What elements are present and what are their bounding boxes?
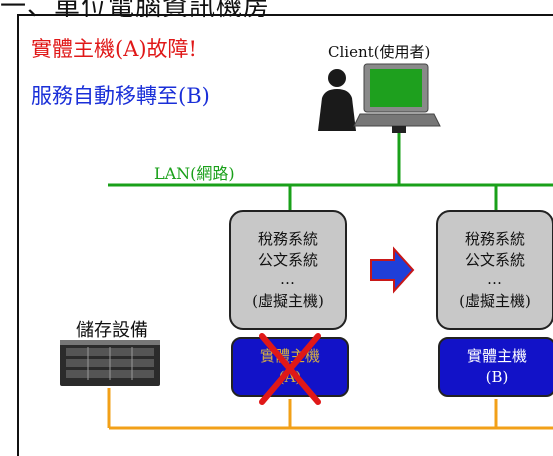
host-label: 實體主機 bbox=[466, 347, 527, 365]
vm-service-line: 公文系統 bbox=[464, 250, 525, 269]
vm-service-line: 稅務系統 bbox=[464, 229, 525, 248]
vm-service-line: … bbox=[280, 269, 296, 288]
vm-service-line: … bbox=[487, 269, 503, 288]
failure-cross-icon bbox=[259, 333, 321, 405]
storage-label: 儲存設備 bbox=[76, 320, 148, 341]
vm-label: (虛擬主機) bbox=[252, 291, 324, 310]
vm-box-b: 稅務系統 公文系統 … (虛擬主機) bbox=[436, 210, 553, 330]
migration-arrow-icon bbox=[370, 246, 415, 294]
physical-host-b: 實體主機 (B) bbox=[438, 337, 553, 397]
vm-label: (虛擬主機) bbox=[459, 291, 531, 310]
vm-box-a: 稅務系統 公文系統 … (虛擬主機) bbox=[229, 210, 347, 330]
connection-graphics bbox=[60, 63, 553, 430]
page-caption: 一、單位電腦資訊機房 bbox=[0, 0, 271, 22]
lan-label: LAN(網路) bbox=[154, 164, 235, 183]
host-id: (B) bbox=[485, 368, 509, 386]
failure-notice: 實體主機(A)故障! bbox=[31, 37, 197, 61]
diagram-frame bbox=[17, 14, 553, 456]
vm-service-line: 稅務系統 bbox=[257, 229, 318, 248]
failure-overlay bbox=[259, 333, 321, 405]
user-icon bbox=[318, 69, 356, 131]
computer-icon bbox=[353, 63, 441, 133]
vm-service-line: 公文系統 bbox=[257, 250, 318, 269]
client-label: Client(使用者) bbox=[328, 43, 431, 61]
migration-notice: 服務自動移轉至(B) bbox=[31, 84, 210, 108]
storage-server-icon bbox=[60, 340, 160, 386]
